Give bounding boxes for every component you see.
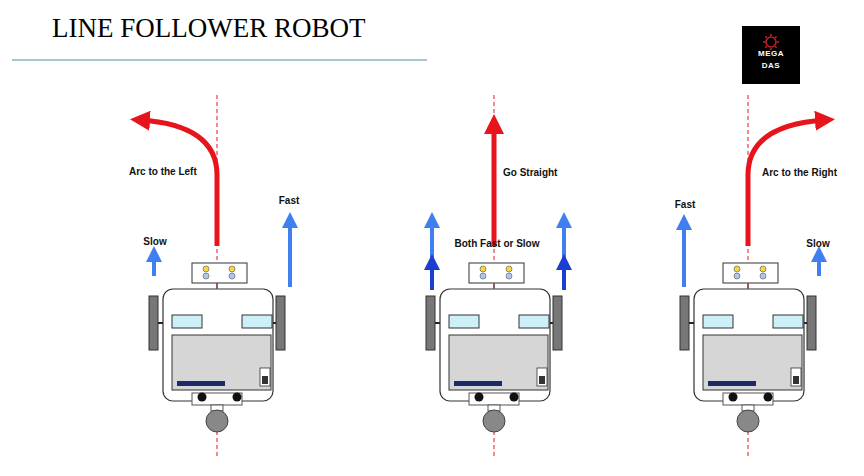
speed-label: Slow [143,236,166,247]
logo-text: MEGA [758,50,784,59]
robot-left-turn [140,95,290,458]
motion-label: Arc to the Left [129,166,197,177]
robot-straight [426,95,564,458]
speed-label: Slow [806,238,829,249]
logo [742,26,800,84]
logo-text: DAS [762,62,780,71]
speed-label: Fast [675,199,696,210]
title-rule [12,60,427,61]
speed-label: Fast [279,195,300,206]
motion-label: Go Straight [503,167,557,178]
motion-label: Arc to the Right [762,167,837,178]
robot-right-turn [680,95,825,458]
page-title: LINE FOLLOWER ROBOT [52,14,365,44]
speed-label: Both Fast or Slow [455,238,540,249]
